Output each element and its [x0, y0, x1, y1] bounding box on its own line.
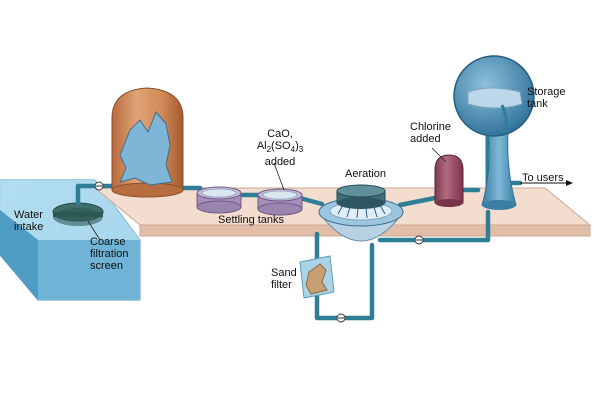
aeration-basin	[318, 184, 404, 242]
coarse-filtration-screen	[52, 202, 104, 241]
formula-sub-4: 4	[290, 145, 296, 155]
chlorine-tank	[431, 147, 464, 207]
settling-tank-1	[196, 186, 242, 214]
label-line: added	[410, 133, 441, 145]
label-line: Chlorine	[410, 121, 451, 133]
label-storage-tank: Storage tank	[527, 86, 566, 110]
label-settling-tanks: Settling tanks	[218, 214, 285, 226]
label-line: Storage	[527, 86, 566, 98]
chemical-line-1: CaO,	[267, 128, 293, 140]
label-to-users: To users	[522, 172, 564, 184]
label-sand-filter: Sand filter	[271, 267, 297, 291]
label-water-intake: Water intake	[14, 209, 43, 233]
chemical-formula: Al2(SO4)3	[250, 140, 310, 156]
label-chemicals: CaO, Al2(SO4)3 added	[250, 128, 310, 168]
storage-tank	[453, 55, 535, 210]
formula-close: )	[295, 140, 299, 152]
label-line: filtration	[90, 248, 129, 260]
formula-sub-3: 3	[298, 145, 304, 155]
reservoir-tank	[111, 87, 184, 198]
chemical-pointer	[273, 162, 285, 191]
formula-so: (SO	[271, 140, 291, 152]
label-line: intake	[14, 221, 44, 233]
chemical-line-3: added	[264, 156, 296, 169]
valve-icon	[414, 235, 424, 245]
settling-tank-2	[257, 188, 303, 216]
label-line: filter	[271, 279, 292, 291]
sand-filter	[299, 255, 335, 299]
label-line: screen	[90, 260, 124, 272]
label-coarse-screen: Coarse filtration screen	[90, 236, 129, 272]
label-line: tank	[527, 98, 548, 110]
label-line: Coarse	[90, 236, 126, 248]
label-line: Water	[14, 209, 43, 221]
label-line: Sand	[271, 267, 297, 279]
formula-sub-2: 2	[266, 145, 272, 155]
valve-icon	[336, 313, 346, 323]
formula-al: Al	[256, 140, 267, 152]
arrow-right-icon	[520, 180, 573, 186]
label-aeration: Aeration	[345, 168, 386, 180]
label-chlorine-added: Chlorine added	[410, 121, 451, 145]
valve-icon	[94, 181, 104, 191]
